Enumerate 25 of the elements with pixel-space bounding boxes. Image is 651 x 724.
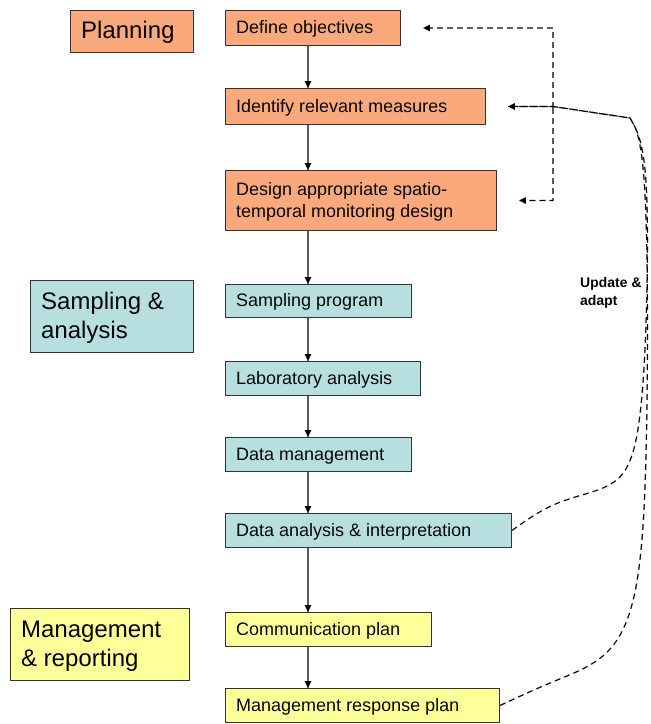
arrow [304, 318, 312, 361]
process-box: Define objectives [225, 10, 401, 46]
process-box: Sampling program [225, 284, 412, 318]
dashed-arrow [500, 103, 648, 706]
arrow [304, 396, 312, 437]
arrow [304, 472, 312, 513]
process-box: Data analysis & interpretation [225, 513, 512, 548]
dashed-arrow [519, 108, 554, 204]
dashed-arrow [508, 103, 648, 532]
process-box: Communication plan [225, 612, 432, 647]
arrow [304, 548, 312, 612]
process-box: Management response plan [225, 688, 500, 723]
phase-box: Management & reporting [10, 608, 190, 681]
phase-box: Sampling & analysis [30, 280, 194, 353]
dashed-arrow [423, 24, 554, 108]
note-label: Update & adapt [580, 274, 642, 309]
process-box: Design appropriate spatio-temporal monitoring design [225, 170, 497, 231]
process-box: Laboratory analysis [225, 361, 421, 396]
phase-box: Planning [70, 10, 194, 53]
process-box: Data management [225, 437, 412, 472]
arrow [304, 125, 312, 170]
arrow [304, 231, 312, 284]
arrow [304, 647, 312, 688]
process-box: Identify relevant measures [225, 88, 486, 125]
arrow [304, 46, 312, 88]
